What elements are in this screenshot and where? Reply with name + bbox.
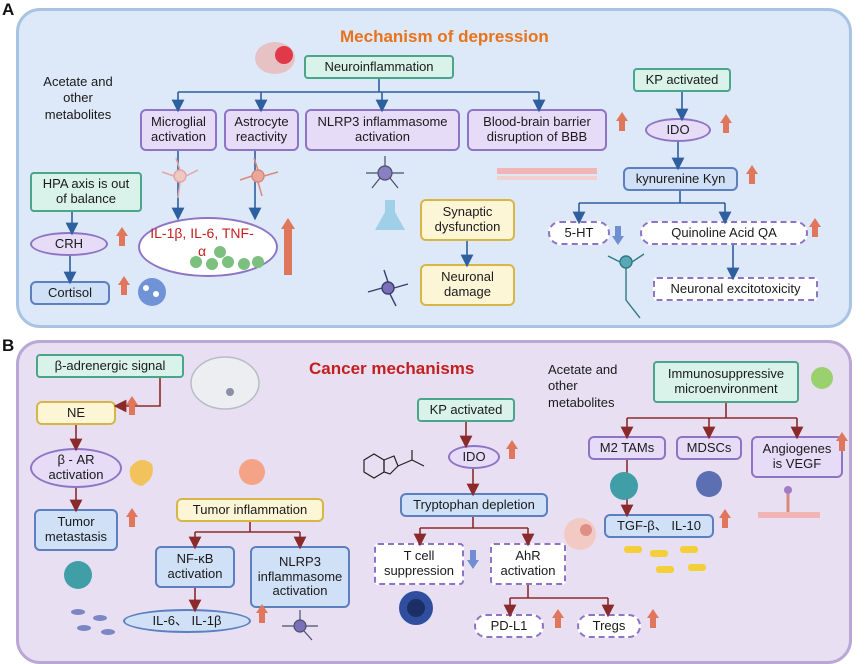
nlrp3-cell-icon (282, 610, 318, 641)
acetate-label-b: Acetate and other metabolites (548, 362, 618, 410)
panel-a-letter: A (2, 0, 15, 19)
metastasis-cell-icon (64, 561, 92, 589)
bbb-icon (497, 168, 597, 180)
up-arrow-bbb (616, 112, 628, 131)
quinoline-oval: Quinoline Acid QA (640, 221, 808, 245)
platelet-icon (71, 609, 115, 635)
brain-outline-icon (190, 356, 260, 410)
angio-box: Angiogenes is VEGF (751, 436, 843, 478)
cytokines-oval (138, 217, 278, 277)
up-arrow-crh (116, 227, 128, 246)
up-arrow-tregs (647, 609, 659, 628)
acetate-label-a: Acetate and other metabolites (43, 74, 113, 122)
neuron-icon (161, 157, 199, 199)
synaptic-box: Synaptic dysfunction (420, 199, 515, 241)
panel-a-title: Mechanism of depression (340, 27, 549, 46)
up-arrow-kyn (746, 165, 758, 184)
nlrp3-box-b: NLRP3 inflammasome activation (250, 546, 350, 608)
tcell-box: T cell suppression (374, 543, 464, 585)
up-arrow-il6 (256, 604, 268, 623)
kp-activated-box-b: KP activated (417, 398, 515, 422)
hpa-box: HPA axis is out of balance (30, 172, 142, 212)
beta-signal-box: β-adrenergic signal (36, 354, 184, 378)
adrenal-icon (129, 459, 153, 486)
decrease-arrows (467, 226, 624, 569)
microglia-icon (366, 156, 404, 189)
ahr-box: AhR activation (490, 543, 566, 585)
il6-oval: IL-6、 IL-1β (123, 609, 251, 633)
panel-a-connectors (63, 79, 740, 285)
neuron-damage-icon (367, 269, 409, 307)
flask-icon (375, 200, 405, 230)
brain-icon (255, 42, 295, 74)
ido-oval-a: IDO (645, 118, 711, 142)
angiogenesis-icon (758, 486, 820, 518)
kynurenine-box: kynurenine Kyn (623, 167, 738, 191)
immuno-box: Immunosuppressive microenvironment (653, 361, 799, 403)
up-arrow-angio (836, 432, 848, 451)
cytokines-text: IL-1β, IL-6, TNF-α (150, 225, 254, 259)
tgf-box: TGF-β、 IL-10 (604, 514, 714, 538)
up-arrow-metastasis (126, 508, 138, 527)
down-arrow-tcell (467, 550, 479, 569)
up-arrow-ido-b (506, 440, 518, 459)
up-arrow-ne (126, 396, 138, 415)
serotonin-neuron-icon (607, 253, 645, 319)
tumor-cell-icon (239, 459, 265, 485)
panel-b-connectors (69, 378, 804, 618)
neuroinflammation-box: Neuroinflammation (304, 55, 454, 79)
mdsc-icon (696, 471, 722, 497)
ido-oval-b: IDO (448, 445, 500, 469)
panel-b-letter: B (2, 336, 15, 355)
tumor-inflammation-box: Tumor inflammation (176, 498, 324, 522)
cytokine-dots (190, 246, 264, 270)
cortisol-icon (138, 278, 166, 306)
neuronal-damage-box: Neuronal damage (420, 264, 515, 306)
m2-tam-icon (610, 472, 638, 500)
tryptophan-structure-icon (363, 450, 425, 479)
cytokine-pills-icon (624, 546, 706, 573)
increase-arrows (116, 112, 848, 628)
virus-icon (811, 367, 833, 389)
panel-b-title: Cancer mechanisms (309, 359, 475, 378)
up-arrow-tgf (719, 509, 731, 528)
astrocyte-icon (239, 157, 279, 197)
t-cell-icon (399, 591, 433, 625)
tumor-metastasis-box: Tumor metastasis (34, 509, 118, 551)
up-arrow-cytokines (281, 218, 295, 275)
up-arrow-qa (809, 218, 821, 237)
up-arrow-pdl1 (552, 609, 564, 628)
ne-box: NE (36, 401, 116, 425)
tregs-oval: Tregs (577, 614, 641, 638)
up-arrow-ido-a (720, 114, 732, 133)
nlrp3-box-a: NLRP3 inflammasome activation (305, 109, 460, 151)
up-arrow-cortisol (118, 276, 130, 295)
excitotoxicity-box: Neuronal excitotoxicity (653, 277, 818, 301)
down-arrow-5ht (612, 226, 624, 245)
macrophage-icon (564, 518, 596, 550)
kp-activated-box-a: KP activated (633, 68, 731, 92)
